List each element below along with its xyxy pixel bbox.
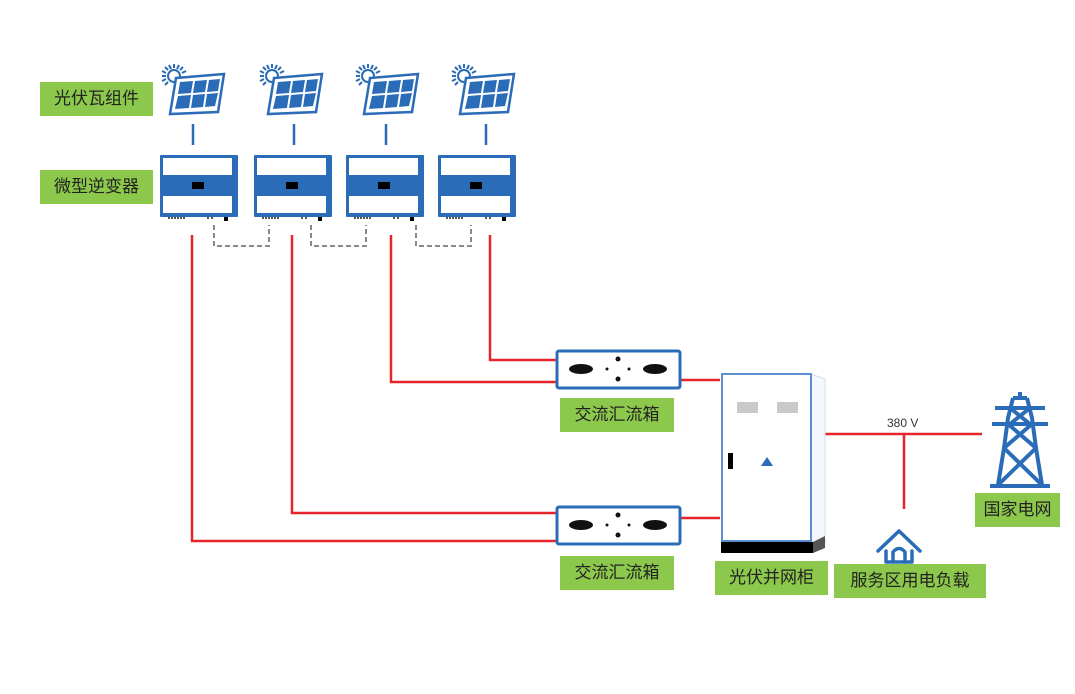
comm-links — [213, 225, 472, 247]
label-ac-combiner-1: 交流汇流箱 — [560, 398, 674, 432]
label-micro-inverters: 微型逆变器 — [40, 170, 153, 204]
ac-lines — [190, 235, 982, 543]
solar-panel-icon — [258, 62, 324, 116]
ac-combiner-box-icon — [555, 349, 682, 390]
dc-connectors — [191, 124, 488, 145]
grid-cabinet-icon — [721, 373, 826, 553]
label-service-load: 服务区用电负载 — [834, 564, 986, 598]
solar-panel-icon — [160, 62, 226, 116]
voltage-label: 380 V — [887, 416, 919, 430]
ac-combiner-box-icon — [555, 505, 682, 546]
micro-inverter-icon — [438, 155, 516, 221]
micro-inverter-icon — [346, 155, 424, 221]
micro-inverter-icon — [254, 155, 332, 221]
label-grid-cabinet: 光伏并网柜 — [715, 561, 828, 595]
solar-panel-icon — [354, 62, 420, 116]
micro-inverter-icon — [160, 155, 238, 221]
solar-panel-icon — [450, 62, 516, 116]
label-ac-combiner-2: 交流汇流箱 — [560, 556, 674, 590]
house-icon — [876, 529, 922, 564]
transmission-tower-icon — [990, 392, 1050, 488]
label-pv-modules: 光伏瓦组件 — [40, 82, 153, 116]
label-national-grid: 国家电网 — [975, 493, 1060, 527]
